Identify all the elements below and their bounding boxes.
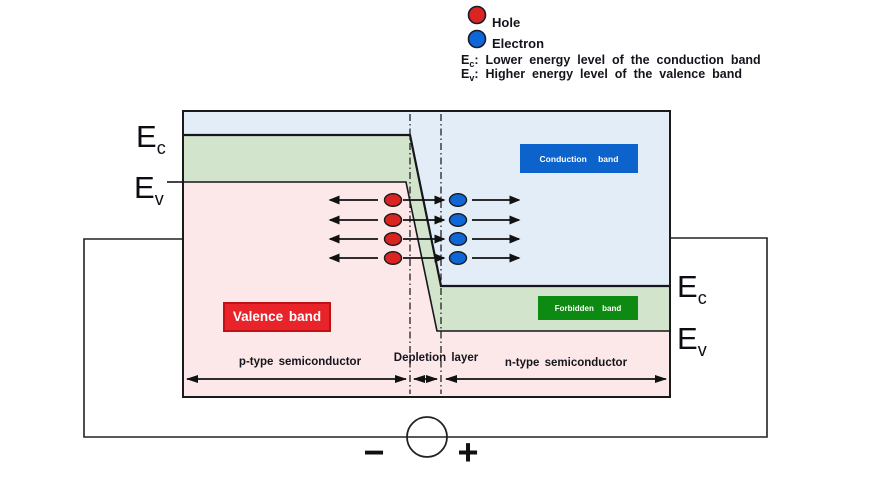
forbidden-band-label: Forbidden band (555, 304, 622, 313)
carrier-flow (328, 192, 521, 265)
conduction-band-label: Conduction band (540, 154, 619, 164)
n-type-label: n-type semiconductor (505, 357, 628, 369)
ec-energy-line (183, 133, 670, 288)
electron-legend-icon (467, 29, 487, 49)
p-type-label: p-type semiconductor (239, 356, 362, 368)
semiconductor-box (182, 110, 671, 398)
hole-icon (383, 192, 403, 207)
ev-label-right: Ev (677, 321, 707, 360)
bias-circuit: − + (83, 237, 768, 473)
electron-icon (448, 250, 468, 265)
depletion-layer-label: Depletion layer (394, 352, 479, 364)
ec-label-right: Ec (677, 269, 707, 308)
ev-label-left: Ev (134, 170, 164, 209)
forbidden-band-region (184, 135, 669, 331)
energy-labels: Ec Ev Ec Ev (134, 119, 707, 360)
valence-band-box (223, 302, 331, 332)
band-name-boxes: Conduction band Valence band Forbidden b… (223, 144, 638, 332)
hole-icon (383, 250, 403, 265)
plus-terminal-label: + (457, 432, 478, 473)
circuit-wire (83, 237, 768, 438)
electron-icon (448, 212, 468, 227)
electron-icon (448, 231, 468, 246)
electron-legend-label: Electron (492, 36, 544, 51)
hole-icon (383, 231, 403, 246)
carrier-row (328, 192, 521, 207)
valence-band-label: Valence band (233, 309, 321, 324)
carrier-row (328, 231, 521, 246)
ev-definition: Ev: Higher energy level of the valence b… (461, 67, 742, 83)
ev-energy-line (183, 181, 670, 332)
hole-legend-label: Hole (492, 15, 520, 30)
legend: Hole Electron Ec: Lower energy level of … (461, 5, 761, 83)
region-dimensions: p-type semiconductor Depletion layer n-t… (186, 352, 667, 383)
hole-icon (383, 212, 403, 227)
ec-definition: Ec: Lower energy level of the conduction… (461, 53, 761, 69)
ec-label-left: Ec (136, 119, 166, 158)
conduction-band-box (520, 144, 638, 173)
forbidden-band-box (538, 296, 638, 320)
valence-band-region (184, 182, 669, 396)
hole-legend-icon (467, 5, 487, 25)
carrier-row (328, 250, 521, 265)
carrier-row (328, 212, 521, 227)
minus-terminal-label: − (363, 432, 384, 473)
electron-icon (448, 192, 468, 207)
